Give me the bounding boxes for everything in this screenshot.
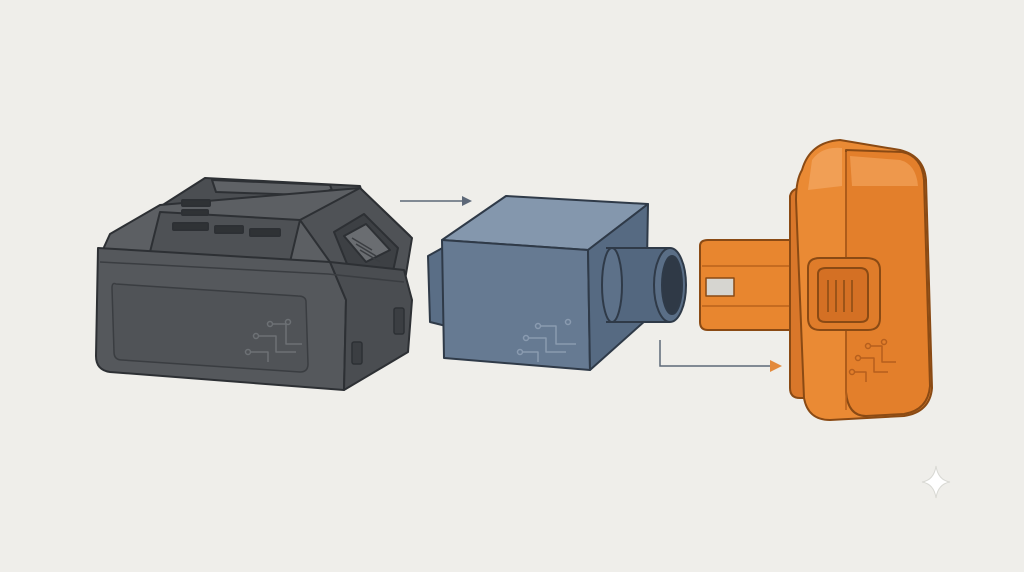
arrow-head-orange xyxy=(770,360,782,372)
circuit-trace-icon xyxy=(516,318,576,362)
battery-pack xyxy=(95,177,413,391)
sparkle-icon xyxy=(921,465,951,499)
circuit-trace-icon xyxy=(848,338,896,382)
circuit-trace-icon xyxy=(244,318,302,362)
tool-battery xyxy=(699,139,933,421)
arrow-adapter-to-tool-battery xyxy=(659,340,778,367)
adapter xyxy=(427,195,687,371)
